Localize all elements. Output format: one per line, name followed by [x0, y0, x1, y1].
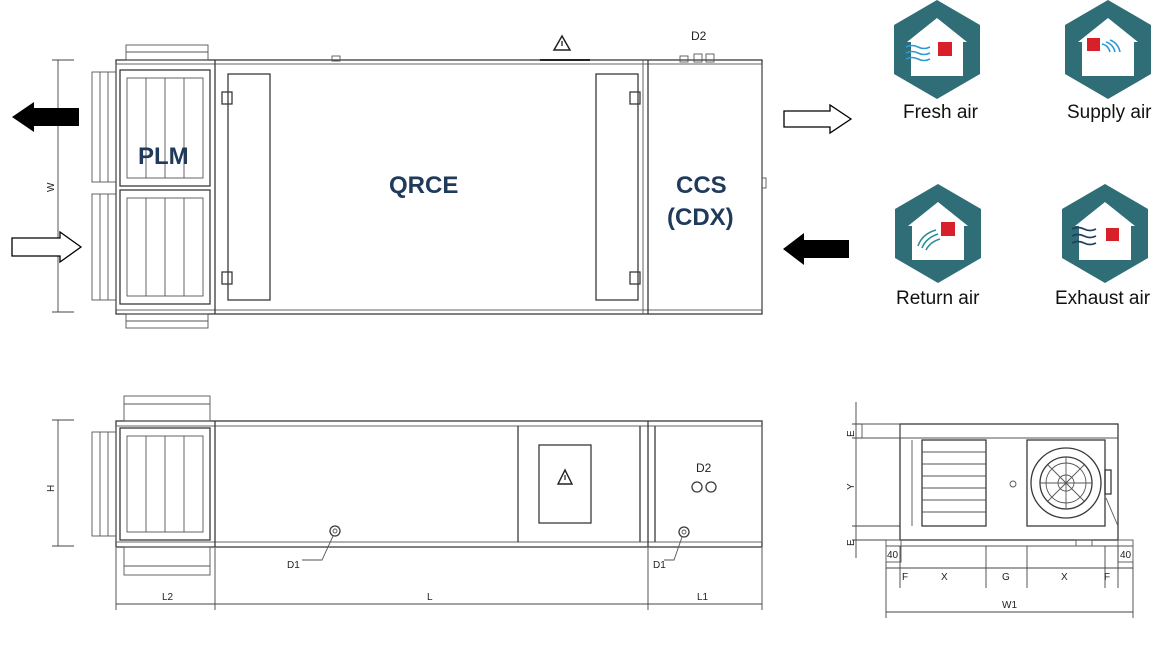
dim-y-label: Y: [846, 483, 857, 490]
legend: Fresh air Supply air Return air: [894, 0, 1152, 309]
exhaust-arrow-left: [12, 102, 79, 132]
fresh-air-label: Fresh air: [903, 102, 979, 123]
d1-right-label: D1: [653, 560, 666, 571]
dim-w1-label: W1: [1002, 600, 1017, 611]
fan-icon: [1026, 439, 1119, 527]
supply-arrow-right: [783, 103, 853, 135]
dim-g-label: G: [1002, 572, 1010, 583]
dim-40-left-label: 40: [887, 550, 899, 561]
ccs-label: CCS: [676, 172, 727, 199]
d1-left-label: D1: [287, 560, 300, 571]
dim-l2-label: L2: [162, 592, 174, 603]
dim-h-label: H: [46, 485, 57, 492]
dim-f2-label: F: [1104, 572, 1110, 583]
top-view: W: [11, 29, 853, 329]
d2-side-label: D2: [696, 461, 712, 475]
dim-l-label: L: [427, 592, 433, 603]
dim-e1-label: E: [846, 430, 857, 437]
dim-40-right-label: 40: [1120, 550, 1132, 561]
return-arrow-right: [783, 233, 849, 265]
plm-label: PLM: [138, 143, 189, 170]
supply-air-label: Supply air: [1067, 102, 1152, 123]
warning-icon-top: [540, 34, 590, 61]
fresh-air-icon: [894, 0, 980, 99]
front-view: E Y E: [846, 402, 1134, 618]
exhaust-air-icon: [1062, 184, 1148, 283]
dim-x1-label: X: [941, 572, 948, 583]
dim-e2-label: E: [846, 539, 857, 546]
dim-f1-label: F: [902, 572, 908, 583]
return-air-label: Return air: [896, 288, 980, 309]
supply-air-icon: [1065, 0, 1151, 99]
dim-w-label: W: [46, 182, 57, 192]
return-air-icon: [895, 184, 981, 283]
d2-top-label: D2: [691, 29, 707, 43]
exhaust-air-label: Exhaust air: [1055, 288, 1151, 309]
side-view: H D2 D1: [46, 395, 763, 610]
cdx-label: (CDX): [667, 204, 734, 231]
dim-x2-label: X: [1061, 572, 1068, 583]
inlet-arrow-left: [11, 230, 83, 264]
warning-icon-side: [556, 468, 574, 485]
dim-l1-label: L1: [697, 592, 709, 603]
qrce-label: QRCE: [389, 172, 458, 199]
